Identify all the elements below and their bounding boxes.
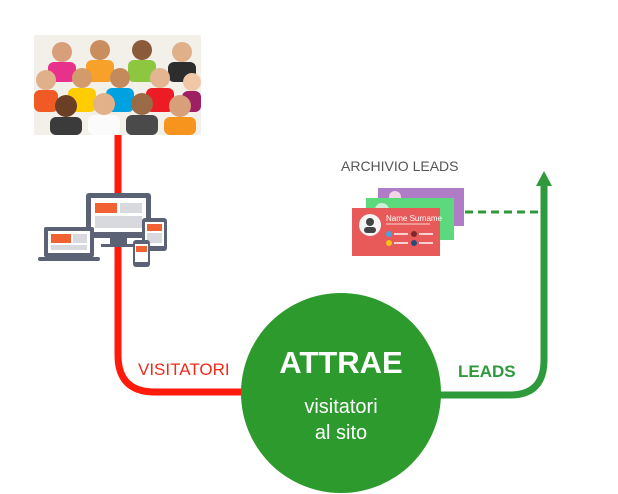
leads-label: LEADS [458,362,516,381]
devices-icon [38,193,167,267]
center-title: ATTRAE [279,345,403,380]
center-subtitle-line2: al sito [314,422,368,444]
arrow-up-icon [536,171,552,186]
contact-card-icon [352,188,464,256]
crowd-image [34,35,201,135]
center-circle [241,293,441,493]
center-subtitle-line1: visitatori [304,396,378,418]
visitors-label: VISITATORI [138,360,230,379]
archive-label: ARCHIVIO LEADS [341,158,459,174]
leads-path [436,186,548,399]
visitors-path [114,135,248,396]
center-subtitle: visitatori al sito [238,394,444,446]
card-name: Name Surname [386,214,443,223]
